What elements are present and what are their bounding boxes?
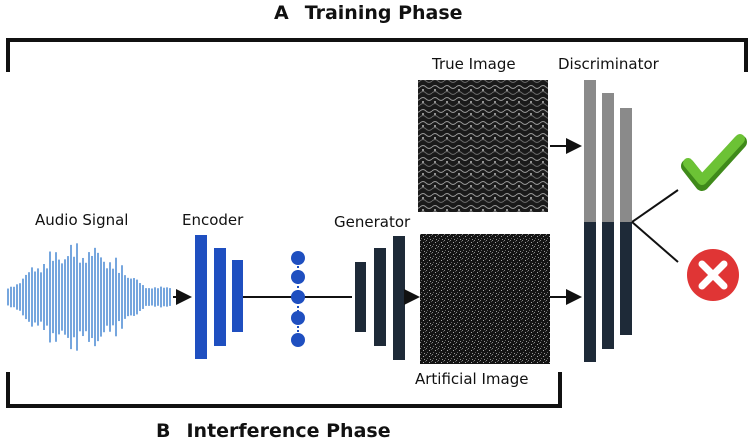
encoder-block [195,235,243,359]
discriminator-block [584,80,632,362]
cross-circle-icon [687,249,739,301]
training-phase-bracket [6,38,748,72]
latent-node [291,251,305,265]
phase-title: Training Phase [304,2,463,24]
artificial-image [420,234,550,364]
generator-layer [393,236,405,360]
encoder-layer [232,260,243,332]
audio-signal-label: Audio Signal [35,211,129,229]
interference-phase-heading: B Interference Phase [156,420,391,442]
discriminator-layer [620,222,632,335]
encoder-layer [214,248,226,346]
checkmark-icon [681,134,747,191]
phase-title: Interference Phase [186,420,391,442]
generator-block [355,236,405,360]
audio-waveform [7,243,171,351]
true-image [418,80,548,212]
discriminator-layer [584,222,596,362]
artificial-image-label: Artificial Image [415,370,529,388]
latent-node [291,270,305,284]
discriminator-layer [602,93,614,222]
generator-layer [355,262,366,332]
latent-vector [291,251,305,347]
true-image-label: True Image [432,55,516,73]
latent-node [291,333,305,347]
generator-label: Generator [334,213,411,231]
latent-node [291,290,305,304]
encoder-layer [195,235,207,359]
discriminator-layer [620,108,632,222]
generator-layer [374,248,386,346]
encoder-label: Encoder [182,211,244,229]
branch-to-accept [631,189,679,223]
discriminator-label: Discriminator [558,55,659,73]
training-phase-heading: A Training Phase [274,2,463,24]
latent-node [291,311,305,325]
phase-letter: A [274,2,289,24]
interference-phase-bracket [6,372,562,408]
discriminator-layer [584,80,596,222]
phase-letter: B [156,420,171,442]
branch-to-reject [631,221,679,263]
discriminator-layer [602,222,614,349]
